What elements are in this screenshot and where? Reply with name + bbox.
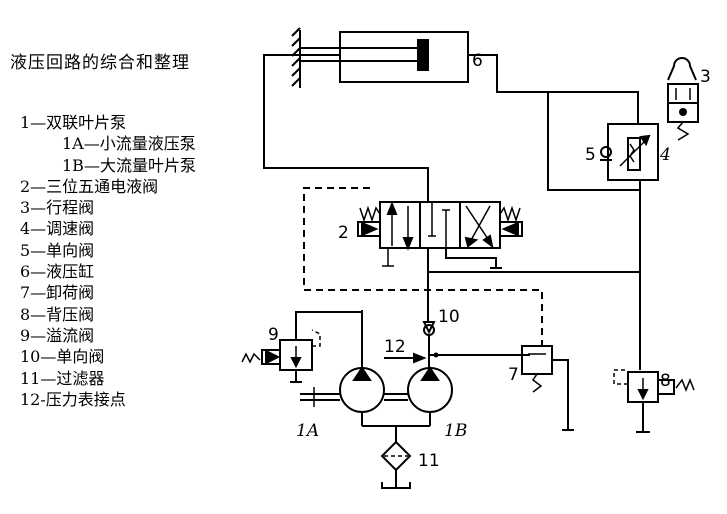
legend-item: 12-压力表接点 (20, 389, 126, 409)
label-6: 6 (472, 51, 483, 71)
relief-valve-9 (241, 329, 321, 383)
directional-valve-2 (357, 201, 523, 267)
label-2: 2 (338, 223, 349, 243)
unloading-valve-7 (521, 345, 574, 431)
label-12: 12 (384, 337, 406, 357)
legend-item: 8—背压阀 (20, 304, 95, 324)
label-11: 11 (418, 451, 440, 471)
label-7: 7 (508, 365, 519, 385)
component-legend: 1—双联叶片泵 1A—小流量液压泵 1B—大流量叶片泵 2—三位五通电液阀 3—… (20, 112, 196, 410)
pump-1b (407, 366, 453, 426)
label-1b: 1B (444, 421, 467, 441)
legend-item: 1B—大流量叶片泵 (62, 155, 196, 175)
legend-item: 6—液压缸 (20, 262, 95, 282)
label-5: 5 (585, 145, 596, 165)
check-valve-5 (600, 146, 612, 161)
label-10: 10 (438, 307, 460, 327)
legend-item: 2—三位五通电液阀 (20, 176, 159, 196)
legend-item: 1A—小流量液压泵 (62, 134, 196, 154)
legend-item: 7—卸荷阀 (20, 283, 95, 303)
label-9: 9 (268, 325, 279, 345)
legend-item: 3—行程阀 (20, 198, 95, 218)
legend-item: 1—双联叶片泵 (20, 113, 127, 132)
check-valve-10 (422, 321, 436, 370)
pump-1a (339, 366, 385, 426)
filter-11 (380, 440, 412, 489)
diagram-title: 液压回路的综合和整理 (10, 53, 190, 73)
label-8: 8 (660, 371, 671, 391)
hydraulic-cylinder-6 (291, 27, 469, 88)
label-1a: 1A (296, 421, 319, 441)
label-3: 3 (700, 67, 711, 87)
travel-valve-3 (667, 57, 699, 141)
legend-item: 11—过滤器 (20, 368, 105, 388)
legend-item: 5—单向阀 (20, 240, 95, 260)
speed-control-valve-4 (607, 123, 659, 181)
label-4: 4 (659, 145, 671, 165)
legend-item: 10—单向阀 (20, 347, 105, 367)
legend-item: 9—溢流阀 (20, 325, 95, 345)
back-pressure-valve-8 (613, 369, 695, 433)
legend-item: 4—调速阀 (20, 219, 95, 239)
